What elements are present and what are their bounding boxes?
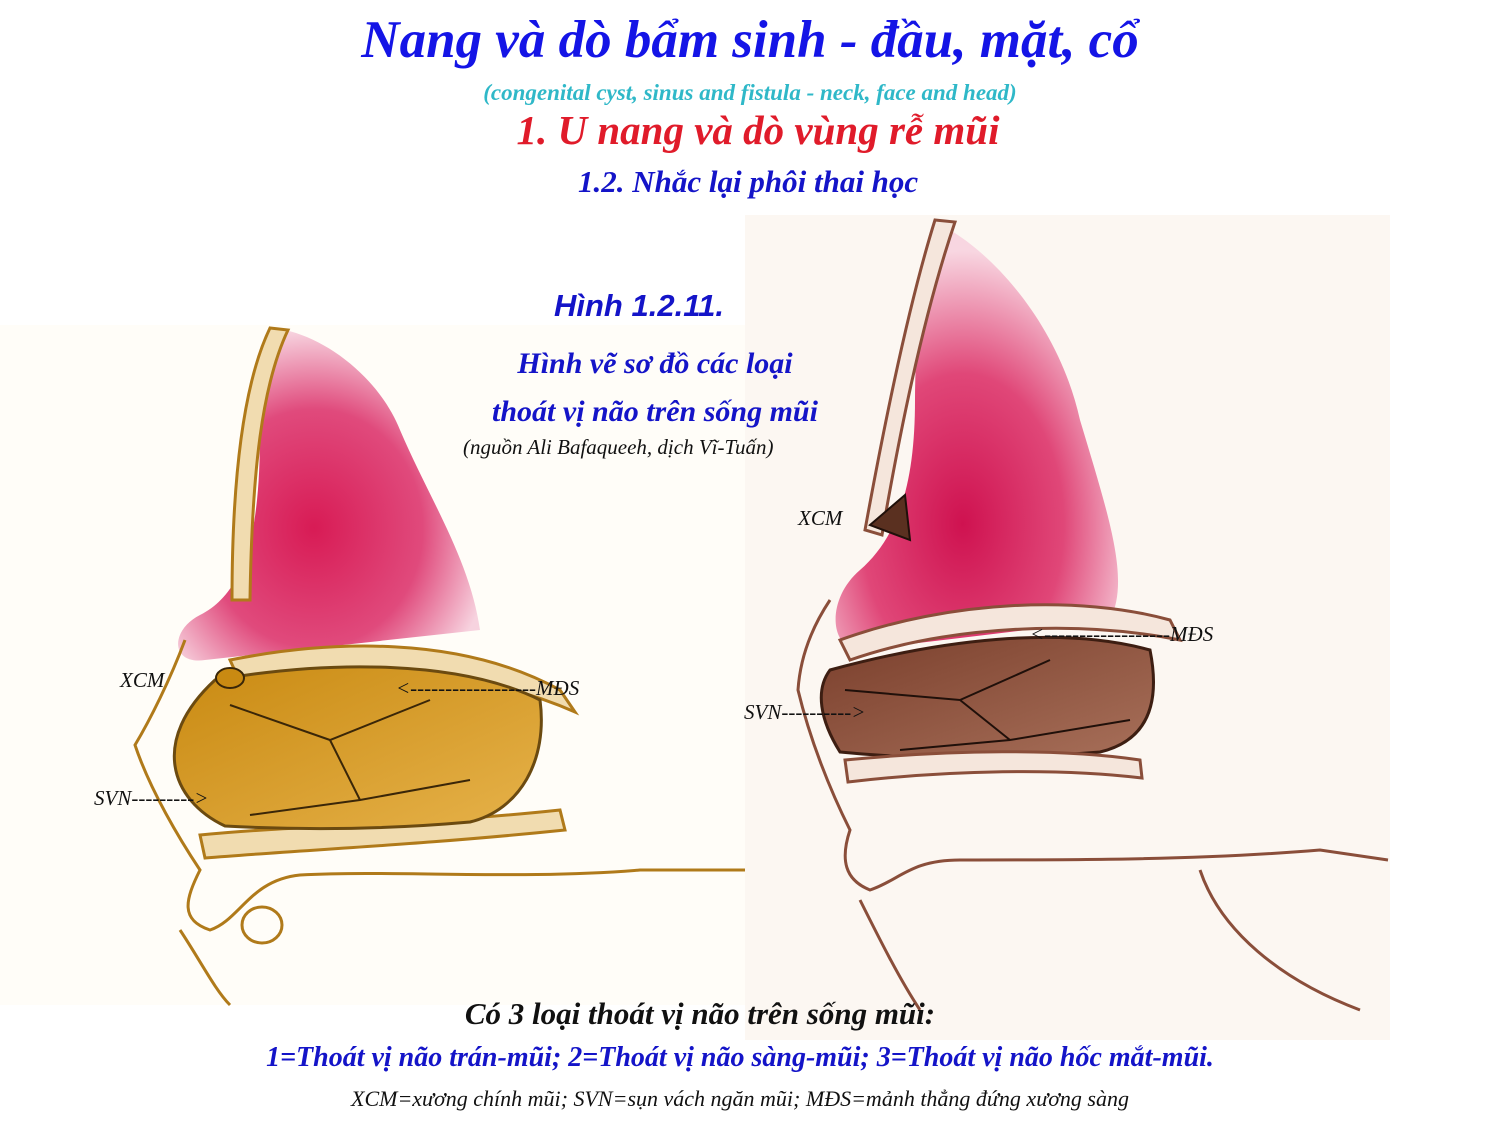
right-sagittal-drawing xyxy=(745,215,1390,1040)
left-hyoid xyxy=(240,905,284,945)
abbreviation-legend: XCM=xương chính mũi; SVN=sụn vách ngăn m… xyxy=(351,1086,1129,1111)
left-chin-profile xyxy=(178,929,232,1007)
figure-caption-line-1: Hình vẽ sơ đồ các loại xyxy=(517,347,793,380)
right-nasal-bone xyxy=(868,493,912,542)
right-face-profile xyxy=(796,599,1389,892)
left-xcm-label: XCM xyxy=(120,668,165,692)
hernia-types-list: 1=Thoát vị não trán-mũi; 2=Thoát vị não … xyxy=(266,1042,1214,1073)
right-svn-label: SVN----------> xyxy=(744,700,866,724)
section-heading: 1. U nang và dò vùng rễ mũi xyxy=(516,107,1000,153)
right-neck-profile xyxy=(1198,869,1361,1012)
summary-text: Có 3 loại thoát vị não trên sống mũi: xyxy=(464,996,936,1031)
left-nasal-bone xyxy=(215,667,245,689)
english-subtitle: (congenital cyst, sinus and fistula - ne… xyxy=(483,80,1017,105)
right-xcm-label: XCM xyxy=(798,506,843,530)
left-nasal-septum xyxy=(172,665,543,831)
left-svn-label: SVN---------> xyxy=(94,786,209,810)
right-frontal-bone xyxy=(863,218,958,537)
right-brain-herniation xyxy=(835,230,1119,650)
right-cribriform-plate xyxy=(837,603,1183,662)
left-sagittal-drawing xyxy=(0,325,745,1007)
right-palate xyxy=(843,750,1144,784)
left-brain-herniation xyxy=(178,330,480,661)
page-title: Nang và dò bẩm sinh - đầu, mặt, cổ xyxy=(361,11,1139,69)
left-frontal-bone xyxy=(230,326,291,602)
left-face-profile xyxy=(133,639,745,932)
right-mds-label: <------------------MĐS xyxy=(1030,622,1214,646)
figure-caption: Hình vẽ sơ đồ các loại thoát vị não trên… xyxy=(430,340,880,436)
figure-label: Hình 1.2.11. xyxy=(554,288,724,323)
left-mds-label: <------------------MĐS xyxy=(396,676,580,700)
figure-caption-line-2: thoát vị não trên sống mũi xyxy=(492,395,818,428)
left-septum-sutures xyxy=(229,699,471,816)
right-chin-profile xyxy=(858,899,922,1011)
figure-source: (nguồn Ali Bafaqueeh, dịch Vĩ-Tuấn) xyxy=(463,435,774,459)
subsection-heading: 1.2. Nhắc lại phôi thai học xyxy=(578,164,919,199)
right-septum-sutures xyxy=(844,659,1131,751)
right-nasal-septum xyxy=(819,635,1155,760)
